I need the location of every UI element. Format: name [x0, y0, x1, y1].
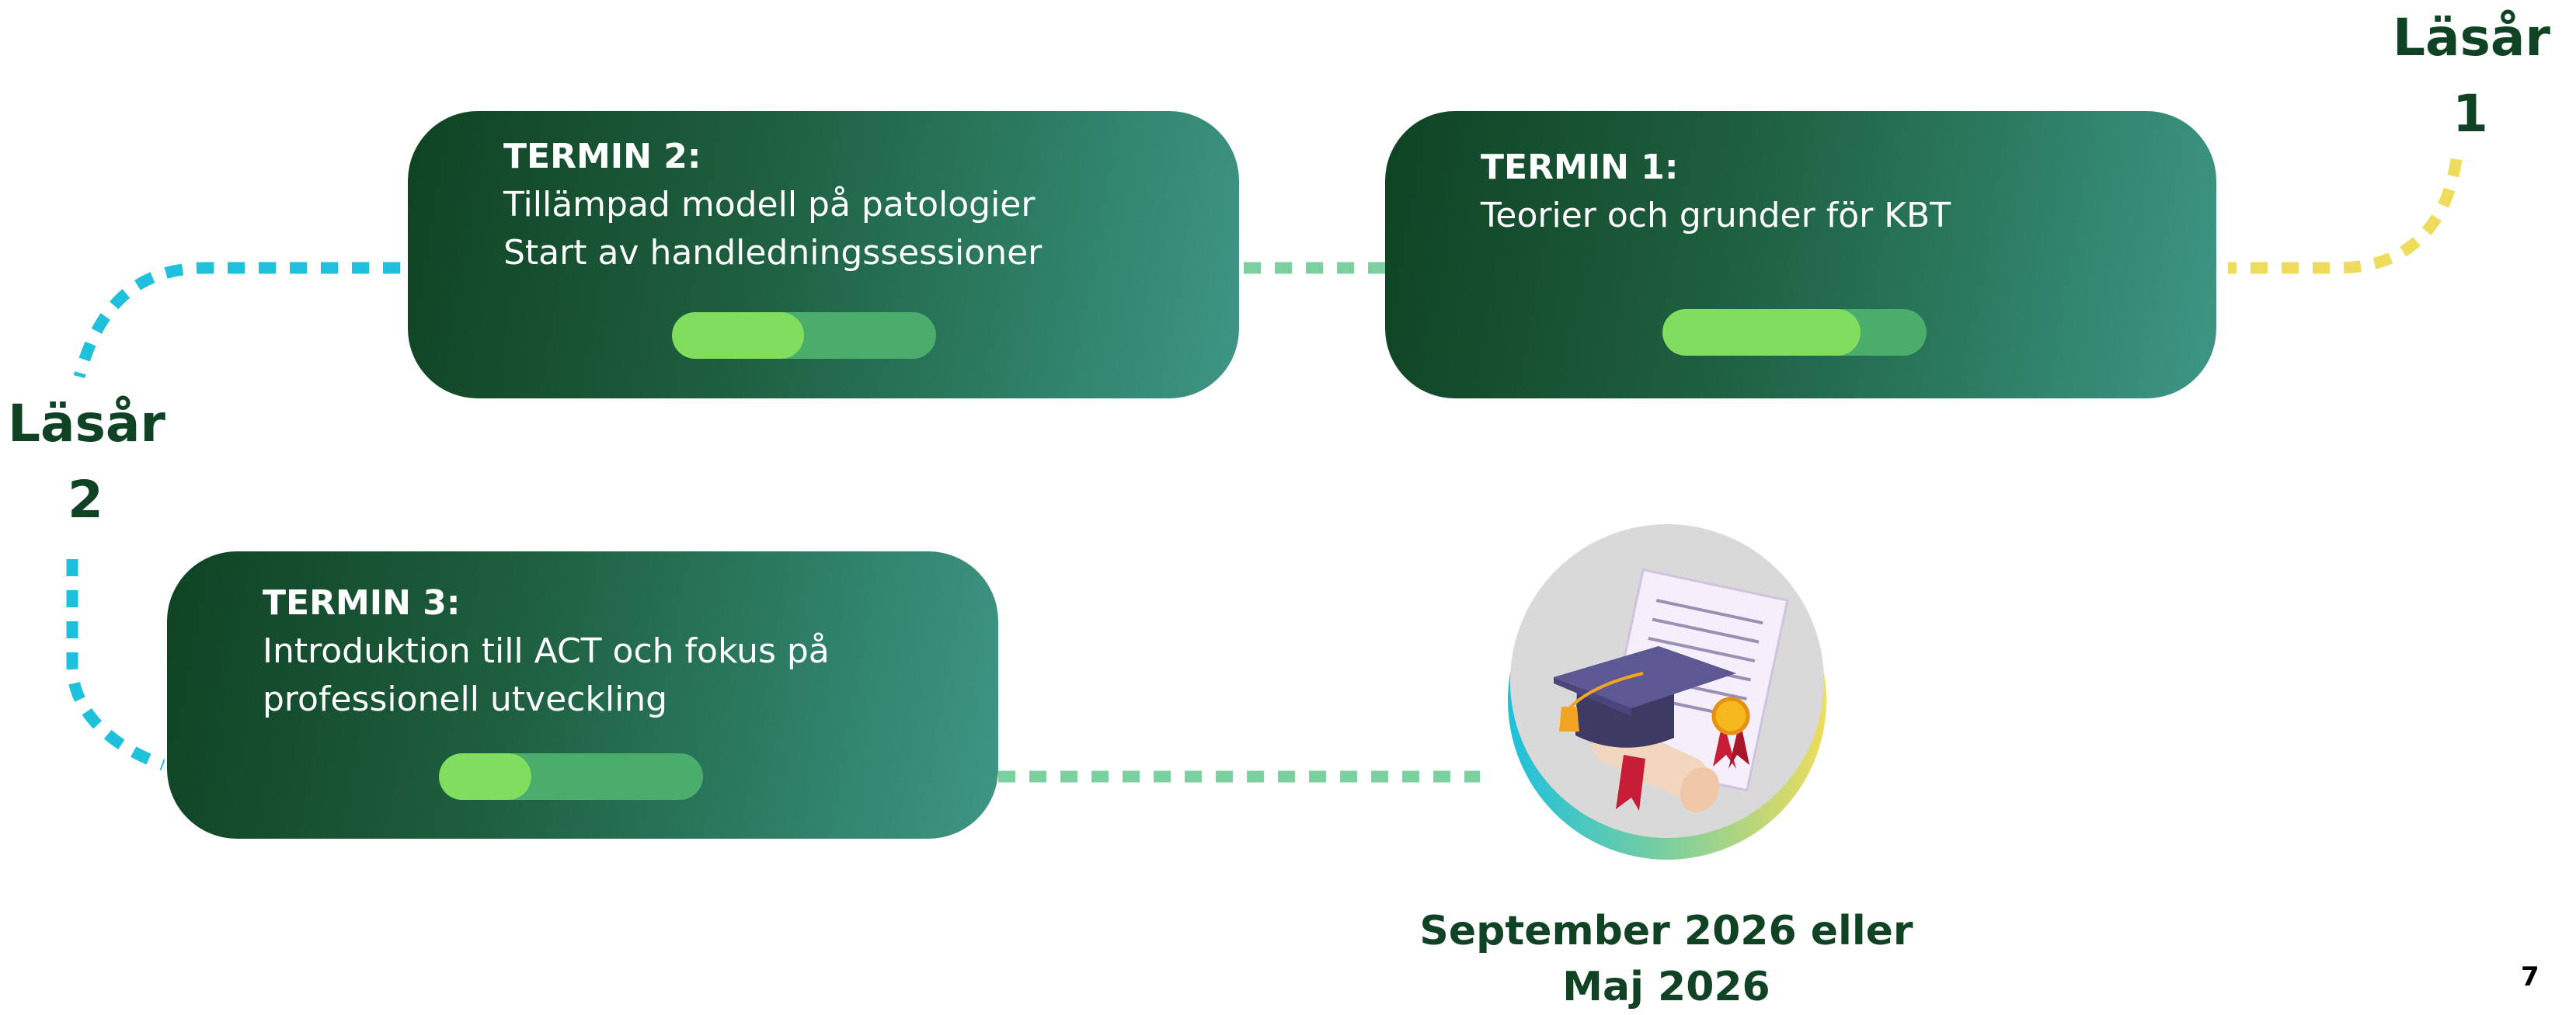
year-label-2-word: Läsår	[8, 394, 165, 454]
year-label-2: Läsår 2	[8, 386, 165, 538]
term-1-title: TERMIN 1:	[1481, 148, 1679, 187]
term-2-progress-bar	[672, 312, 936, 359]
term-3-line-2: professionell utveckling	[263, 680, 668, 719]
graduation-date: September 2026 eller Maj 2026	[1321, 903, 2012, 1015]
year-label-1-number: 1	[2452, 84, 2488, 144]
term-2-progress-fill	[672, 312, 804, 359]
term-1-progress-bar	[1662, 309, 1927, 356]
term-1-progress-fill	[1662, 309, 1861, 356]
year-label-1: Läsår 1	[2393, 0, 2550, 152]
term-card-1: TERMIN 1: Teorier och grunder för KBT	[1385, 111, 2216, 398]
page-number: 7	[2521, 961, 2539, 992]
term-3-line-1: Introduktion till ACT och fokus på	[263, 631, 830, 671]
graduation-cap-diploma-icon	[1508, 524, 1826, 860]
year-label-2-number: 2	[68, 470, 103, 530]
term-3-progress-fill	[439, 753, 531, 800]
term-2-title: TERMIN 2:	[503, 137, 701, 176]
year-label-1-word: Läsår	[2393, 8, 2550, 68]
graduation-circle	[1507, 522, 1827, 864]
connector-term2-to-year2	[73, 262, 400, 378]
term-card-2: TERMIN 2: Tillämpad modell på patologier…	[408, 111, 1239, 398]
term-card-3: TERMIN 3: Introduktion till ACT och foku…	[167, 551, 998, 839]
graduation-date-line-1: September 2026 eller	[1419, 908, 1913, 954]
term-3-progress-bar	[439, 753, 703, 800]
term-2-line-2: Start av handledningssessioner	[503, 233, 1043, 273]
term-2-line-1: Tillämpad modell på patologier	[503, 185, 1036, 224]
term-3-title: TERMIN 3:	[263, 583, 461, 623]
term-1-line-1: Teorier och grunder för KBT	[1481, 196, 1951, 235]
connector-year1-to-term1	[2228, 158, 2463, 274]
connector-year2-to-term3	[66, 559, 165, 771]
graduation-date-line-2: Maj 2026	[1562, 964, 1770, 1010]
